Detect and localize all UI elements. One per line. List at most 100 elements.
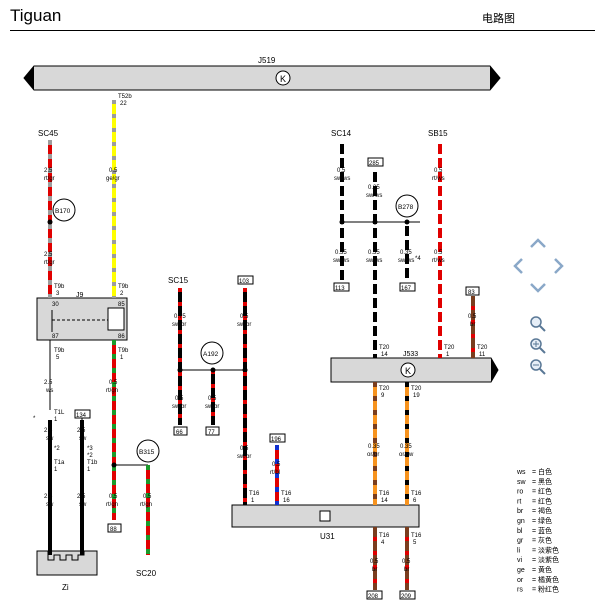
svg-text:77: 77 — [208, 430, 215, 436]
svg-text:2.5: 2.5 — [77, 428, 86, 434]
legend-code: ro — [517, 489, 523, 496]
label-sc14: SC14 — [331, 129, 352, 138]
svg-text:T16: T16 — [249, 491, 260, 497]
svg-text:5: 5 — [413, 540, 417, 546]
svg-text:0.5: 0.5 — [240, 446, 249, 452]
svg-text:0.5: 0.5 — [109, 168, 118, 174]
svg-text:0.35: 0.35 — [400, 250, 412, 256]
svg-text:br: br — [372, 567, 377, 573]
svg-text:11: 11 — [479, 352, 486, 358]
svg-text:T20: T20 — [411, 386, 422, 392]
svg-text:0.5: 0.5 — [109, 494, 118, 500]
svg-text:sw/ws: sw/ws — [366, 193, 382, 199]
label-sc15: SC15 — [168, 276, 189, 285]
sensor-b170: B170 — [52, 198, 76, 222]
zoom-icon[interactable] — [530, 316, 546, 332]
svg-text:14: 14 — [381, 352, 388, 358]
nav-controls — [513, 238, 564, 375]
svg-text:*: * — [33, 416, 36, 422]
wire-rt-gn — [111, 340, 150, 555]
page-subtitle: 电路图 — [482, 12, 515, 25]
svg-text:T1L: T1L — [54, 410, 65, 416]
chevron-right-icon[interactable] — [554, 258, 564, 274]
chevron-down-icon[interactable] — [530, 283, 546, 293]
svg-text:A192: A192 — [203, 351, 219, 358]
svg-text:T1a: T1a — [54, 460, 65, 466]
svg-text:0.35: 0.35 — [335, 250, 347, 256]
svg-text:*3: *3 — [87, 446, 93, 452]
svg-text:T20: T20 — [477, 345, 488, 351]
svg-text:B315: B315 — [139, 449, 155, 456]
svg-text:ge/gr: ge/gr — [106, 176, 120, 182]
svg-text:196: 196 — [271, 437, 282, 443]
svg-text:sw: sw — [79, 502, 87, 508]
label-u31: U31 — [320, 532, 335, 541]
legend-code: li — [517, 547, 521, 554]
svg-text:0.5: 0.5 — [272, 462, 281, 468]
chevron-left-icon[interactable] — [513, 258, 523, 274]
svg-text:rt/bl: rt/bl — [270, 470, 280, 476]
legend-code: rs — [517, 587, 523, 594]
wire-sc15: SC15 — [168, 276, 248, 505]
connector-labels: T52b 22 T9b 3 T9b 2 T9b 5 T9b 1 * T1L 1 … — [33, 94, 488, 546]
svg-text:T1b: T1b — [87, 460, 98, 466]
svg-text:T9b: T9b — [118, 348, 129, 354]
legend-code: vi — [517, 557, 523, 564]
svg-text:*2: *2 — [87, 453, 93, 459]
svg-text:K: K — [405, 366, 411, 376]
svg-text:B278: B278 — [398, 204, 414, 211]
svg-text:B170: B170 — [55, 208, 71, 215]
svg-text:T20: T20 — [379, 345, 390, 351]
page-title: Tiguan — [10, 6, 62, 25]
svg-text:sw/br: sw/br — [205, 404, 219, 410]
zoom-in-icon[interactable] — [530, 338, 546, 354]
legend-code: br — [517, 508, 524, 515]
sensor-b278: B278 — [395, 194, 419, 218]
svg-text:2.5: 2.5 — [44, 252, 53, 258]
module-j533: K J533 — [330, 351, 499, 383]
svg-text:T20: T20 — [444, 345, 455, 351]
svg-text:T16: T16 — [379, 491, 390, 497]
svg-text:T9b: T9b — [54, 284, 65, 290]
svg-text:0.35: 0.35 — [368, 250, 380, 256]
svg-text:sw: sw — [46, 436, 54, 442]
pin-30: 30 — [52, 302, 59, 308]
svg-text:sw/ws: sw/ws — [333, 258, 349, 264]
header-rule — [10, 30, 595, 31]
legend-text: = 红色 — [532, 496, 552, 505]
svg-text:19: 19 — [413, 393, 420, 399]
chevron-up-icon[interactable] — [530, 238, 546, 248]
svg-text:or/sw: or/sw — [399, 452, 414, 458]
svg-text:2: 2 — [120, 291, 124, 297]
svg-text:0.75: 0.75 — [174, 314, 186, 320]
svg-text:16: 16 — [283, 498, 290, 504]
svg-text:0.35: 0.35 — [368, 185, 380, 191]
svg-text:1: 1 — [54, 417, 58, 423]
svg-text:3: 3 — [56, 291, 60, 297]
svg-text:sw/ws: sw/ws — [334, 176, 350, 182]
svg-text:83: 83 — [468, 290, 475, 296]
legend-text: = 淡紫色 — [532, 545, 559, 554]
legend-text: = 黑色 — [532, 477, 552, 486]
svg-text:209: 209 — [401, 594, 412, 600]
label-j9: J9 — [76, 292, 84, 299]
svg-text:2.5: 2.5 — [44, 428, 53, 434]
legend-code: rt — [517, 498, 521, 505]
svg-text:208: 208 — [368, 594, 379, 600]
zoom-out-icon[interactable] — [530, 359, 546, 375]
svg-text:0.5: 0.5 — [434, 168, 443, 174]
svg-text:rt/gr: rt/gr — [44, 176, 55, 182]
svg-text:6: 6 — [413, 498, 417, 504]
pin-87: 87 — [52, 334, 59, 340]
wire-sc14: SC14 — [331, 129, 420, 358]
svg-text:sw/br: sw/br — [237, 454, 251, 460]
legend-text: = 绿色 — [532, 516, 552, 525]
svg-text:*4: *4 — [415, 256, 421, 262]
legend-text: = 白色 — [532, 467, 552, 476]
svg-text:br: br — [470, 322, 475, 328]
svg-text:T9b: T9b — [118, 284, 129, 290]
svg-text:rt/ws: rt/ws — [432, 258, 445, 264]
svg-text:9: 9 — [381, 393, 385, 399]
legend-code: bl — [517, 528, 523, 535]
